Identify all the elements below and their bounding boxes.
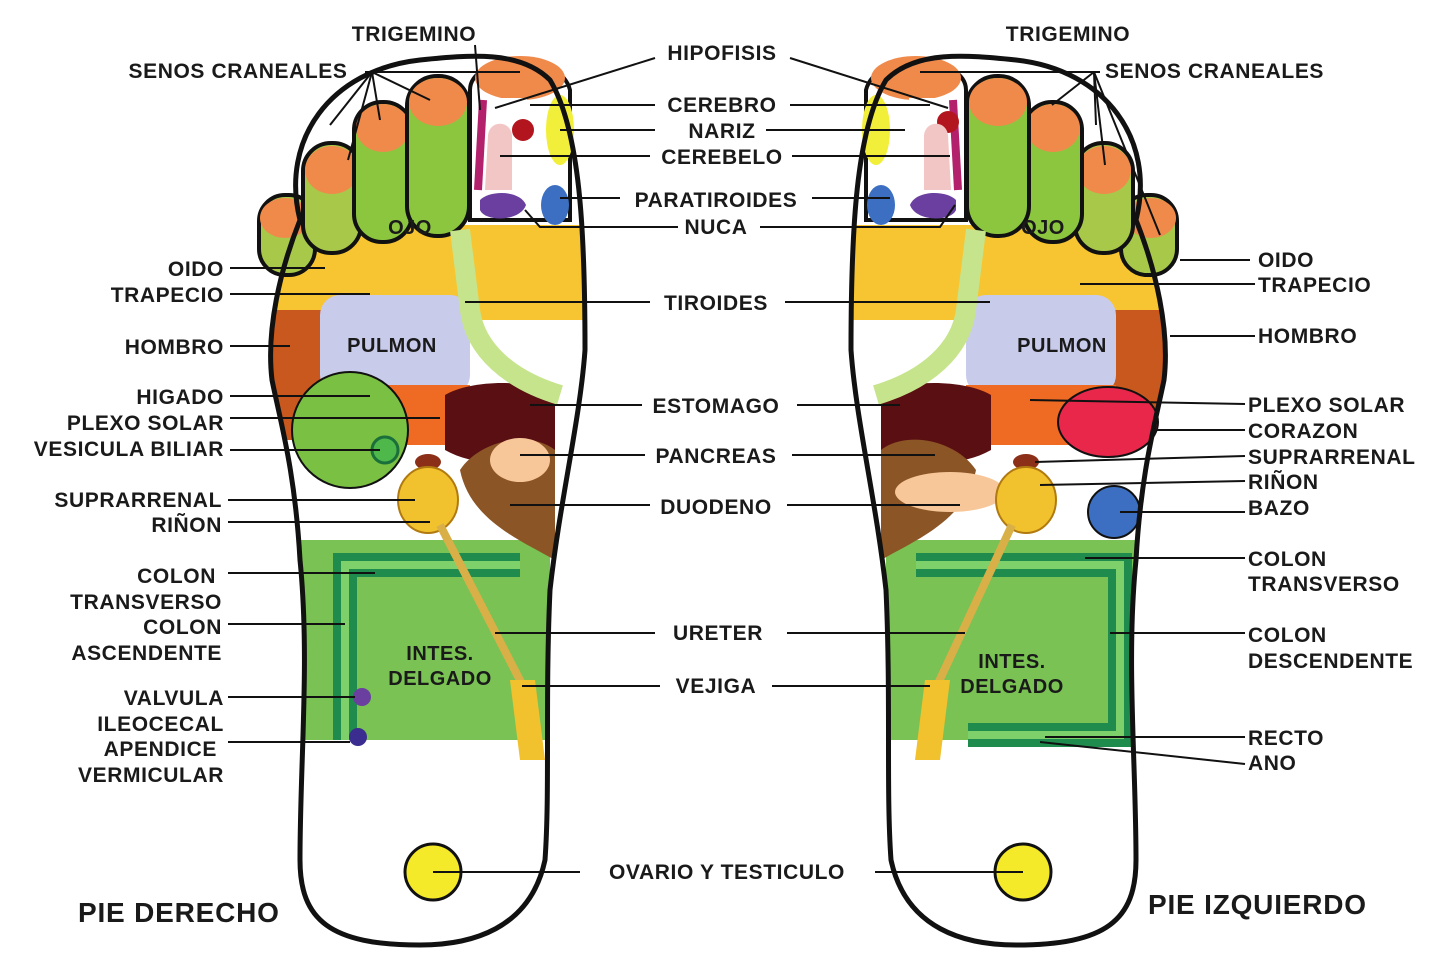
label-l-senos: SENOS CRANEALES	[1105, 60, 1324, 83]
label-vejiga: VEJIGA	[676, 675, 757, 698]
label-l-oido: OIDO	[1258, 249, 1314, 272]
label-r-colon-t1: COLON	[137, 565, 216, 588]
left-intestino-label-1: INTES.	[978, 651, 1045, 673]
label-tiroides: TIROIDES	[664, 292, 768, 315]
label-r-apendice-1: APENDICE	[104, 738, 217, 761]
label-l-bazo: BAZO	[1248, 497, 1310, 520]
label-r-senos: SENOS CRANEALES	[128, 60, 347, 83]
left-corazon	[1058, 387, 1158, 457]
label-nuca: NUCA	[684, 216, 747, 239]
label-ovario: OVARIO Y TESTICULO	[609, 861, 845, 884]
label-r-hombro: HOMBRO	[125, 336, 224, 359]
label-r-colon-a2: ASCENDENTE	[71, 642, 222, 665]
label-pancreas: PANCREAS	[655, 445, 776, 468]
label-l-colon-d2: DESCENDENTE	[1248, 650, 1413, 673]
label-cerebro: CEREBRO	[667, 94, 776, 117]
label-r-vesicula: VESICULA BILIAR	[34, 438, 224, 461]
label-l-recto: RECTO	[1248, 727, 1324, 750]
label-estomago: ESTOMAGO	[653, 395, 780, 418]
label-l-colon-t1: COLON	[1248, 548, 1327, 571]
label-l-rinon: RIÑON	[1248, 471, 1319, 494]
label-r-higado: HIGADO	[136, 386, 224, 409]
left-intestino-label-2: DELGADO	[960, 676, 1064, 698]
label-r-oido: OIDO	[168, 258, 224, 281]
label-l-colon-d1: COLON	[1248, 624, 1327, 647]
left-ojo-label: OJO	[1021, 217, 1065, 239]
right-ojo-label: OJO	[388, 217, 432, 239]
label-nariz: NARIZ	[688, 120, 755, 143]
right-apendice	[349, 728, 367, 746]
label-l-ano: ANO	[1248, 752, 1296, 775]
label-ureter: URETER	[673, 622, 763, 645]
label-paratiroides: PARATIROIDES	[635, 189, 798, 212]
label-l-plexo: PLEXO SOLAR	[1248, 394, 1405, 417]
center-labels: HIPOFISIS CEREBRO NARIZ CEREBELO PARATIR…	[609, 42, 845, 884]
right-higado	[292, 372, 408, 488]
label-l-suprarrenal: SUPRARRENAL	[1248, 446, 1416, 469]
label-r-trigemino: TRIGEMINO	[352, 23, 476, 46]
label-duodeno: DUODENO	[660, 496, 772, 519]
label-l-hombro: HOMBRO	[1258, 325, 1357, 348]
label-r-valvula-2: ILEOCECAL	[97, 713, 224, 736]
right-intestino-label-2: DELGADO	[388, 668, 492, 690]
label-l-corazon: CORAZON	[1248, 420, 1358, 443]
label-r-valvula-1: VALVULA	[124, 687, 224, 710]
label-l-colon-t2: TRANSVERSO	[1248, 573, 1400, 596]
label-l-trapecio: TRAPECIO	[1258, 274, 1371, 297]
label-hipofisis: HIPOFISIS	[667, 42, 776, 65]
title-left-foot: PIE IZQUIERDO	[1148, 889, 1367, 920]
right-pancreas-zone	[490, 438, 550, 482]
left-foot: OJO PULMON INTES. DELGADO	[846, 56, 1186, 945]
left-pulmon-label: PULMON	[1017, 335, 1107, 357]
right-pulmon-label: PULMON	[347, 335, 437, 357]
title-right-foot: PIE DERECHO	[78, 897, 280, 928]
left-rinon	[996, 467, 1056, 533]
label-r-colon-a1: COLON	[143, 616, 222, 639]
label-r-trapecio: TRAPECIO	[111, 284, 224, 307]
label-cerebelo: CEREBELO	[661, 146, 782, 169]
label-l-trigemino: TRIGEMINO	[1006, 23, 1130, 46]
label-r-apendice-2: VERMICULAR	[78, 764, 224, 787]
label-r-colon-t2: TRANSVERSO	[70, 591, 222, 614]
label-r-rinon: RIÑON	[151, 514, 222, 537]
right-intestino-label-1: INTES.	[406, 643, 473, 665]
right-valvula	[353, 688, 371, 706]
label-r-suprarrenal: SUPRARRENAL	[54, 489, 222, 512]
label-r-plexo: PLEXO SOLAR	[67, 412, 224, 435]
